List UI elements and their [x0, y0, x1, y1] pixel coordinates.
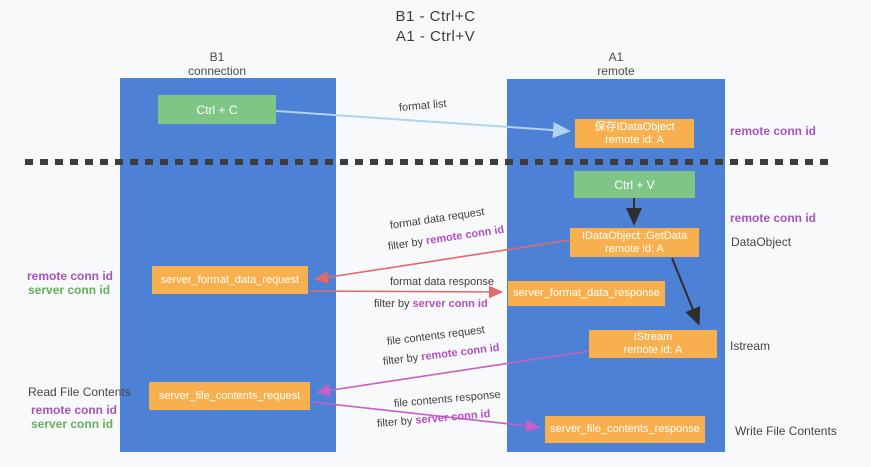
right-column-subtitle: remote: [597, 64, 635, 78]
format-list-label: format list: [398, 97, 448, 114]
istream-side-label: Istream: [730, 339, 771, 353]
istream-box: IStream remote id: A: [589, 330, 717, 358]
left-column-header: B1 connection: [157, 50, 277, 78]
filter-by-text: filter by: [387, 235, 427, 253]
server-format-data-request-box: server_format_data_request: [152, 266, 308, 294]
left-column-name: B1: [209, 50, 225, 64]
server-file-contents-request-box: server_file_contents_request: [149, 382, 310, 410]
right-remote-conn-id-label-2: remote conn id: [730, 211, 817, 225]
file-contents-response-label: file contents response: [393, 388, 502, 410]
format-data-response-arrow: [309, 285, 504, 299]
left-server-conn-id-label-2: server conn id: [31, 417, 114, 431]
getdata-box: IDataObject::GetData remote id: A: [570, 228, 699, 257]
format-data-response-label: format data response: [390, 276, 494, 288]
server-file-contents-response-box: server_file_contents_response: [545, 416, 705, 443]
getdata-line2: remote id: A: [605, 242, 664, 255]
server-format-data-response-label: server_format_data_response: [513, 287, 660, 299]
right-column-header: A1 remote: [556, 50, 676, 78]
left-column-subtitle: connection: [187, 64, 247, 78]
right-remote-conn-id-label-1: remote conn id: [730, 124, 817, 138]
remote-conn-id-text: remote conn id: [420, 341, 501, 364]
file-contents-response-filter-label: filter by server conn id: [376, 408, 490, 430]
remote-conn-id-text: remote conn id: [425, 223, 505, 248]
istream-line1: IStream: [633, 331, 673, 343]
read-file-contents-label: Read File Contents: [28, 385, 131, 399]
ctrl-c-box: Ctrl + C: [158, 95, 276, 124]
filter-by-text: filter by: [382, 351, 422, 368]
right-column-name: A1: [608, 50, 624, 64]
getdata-line1: IDataObject::GetData: [581, 229, 688, 242]
istream-line2: remote id: A: [623, 344, 683, 356]
server-conn-id-text: server conn id: [412, 298, 488, 310]
left-remote-conn-id-label-2: remote conn id: [31, 403, 118, 417]
server-format-data-response-box: server_format_data_response: [508, 281, 665, 306]
format-data-response-filter-label: filter by server conn id: [374, 298, 488, 310]
write-file-contents-label: Write File Contents: [735, 424, 837, 438]
left-remote-conn-id-label-1: remote conn id: [27, 269, 114, 283]
ctrl-c-label: Ctrl + C: [196, 102, 238, 117]
filter-by-text: filter by: [374, 298, 413, 310]
server-conn-id-text: server conn id: [414, 408, 491, 427]
ctrl-v-label: Ctrl + V: [614, 177, 655, 192]
save-dataobject-box: 保存IDataObject remote id: A: [575, 119, 694, 148]
server-file-contents-response-label: server_file_contents_response: [550, 423, 700, 435]
save-dataobject-line2: remote id: A: [605, 133, 664, 146]
title-line-2: A1 - Ctrl+V: [395, 28, 476, 45]
left-server-conn-id-label-1: server conn id: [28, 283, 111, 297]
ctrl-v-box: Ctrl + V: [574, 171, 695, 198]
copy-paste-divider: [25, 159, 832, 165]
save-dataobject-line1: 保存IDataObject: [594, 120, 675, 133]
server-format-data-request-label: server_format_data_request: [160, 273, 300, 286]
server-file-contents-request-label: server_file_contents_request: [158, 389, 301, 402]
filter-by-text: filter by: [376, 414, 416, 430]
dataobject-label: DataObject: [731, 235, 792, 249]
title-line-1: B1 - Ctrl+C: [395, 8, 476, 25]
